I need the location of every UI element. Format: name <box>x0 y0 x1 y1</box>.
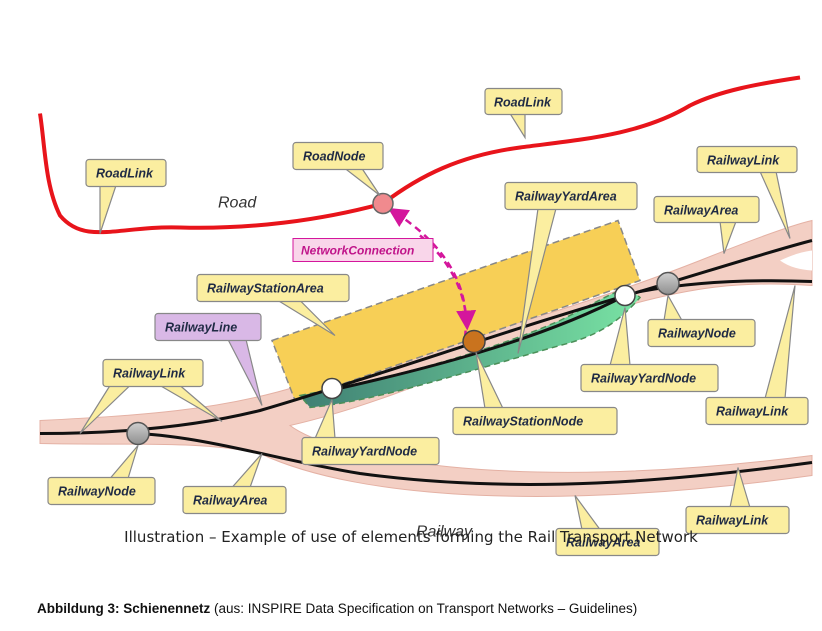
figure-caption-label: Abbildung 3: Schienennetz <box>37 601 211 616</box>
railway-yard-node-right-marker <box>614 284 636 307</box>
callout-railwaylink-mid-right: RailwayLink <box>705 285 809 426</box>
callout-roadlink-top: RoadLink <box>484 87 563 140</box>
callout-railwayyardnode-left-text: RailwayYardNode <box>312 445 417 459</box>
callout-railwaystationarea-text: RailwayStationArea <box>207 282 324 296</box>
callout-railwayyardarea-text: RailwayYardArea <box>515 190 617 204</box>
callout-railwayarea-bottom-left-text: RailwayArea <box>193 494 267 508</box>
railway-yard-node-left-marker <box>321 377 343 400</box>
railway-station-node-marker <box>462 329 486 354</box>
figure-caption: Abbildung 3: Schienennetz (aus: INSPIRE … <box>37 601 637 616</box>
road-label: Road <box>218 195 257 212</box>
figure-caption-source: (aus: INSPIRE Data Specification on Tran… <box>210 601 638 616</box>
callout-railwayyardnode-right: RailwayYardNode <box>580 307 719 393</box>
callout-railwayarea-bottom-left: RailwayArea <box>182 453 287 515</box>
callout-railwaystationnode-text: RailwayStationNode <box>463 415 583 429</box>
callout-railwayarea-top-right: RailwayArea <box>653 195 760 254</box>
callout-railwayyardnode-left: RailwayYardNode <box>301 399 440 466</box>
callout-railwaylink-left-text: RailwayLink <box>113 367 186 381</box>
railway-station-area <box>271 219 641 402</box>
network-connection-text: NetworkConnection <box>301 244 414 258</box>
callout-railwaylink-top-right-text: RailwayLink <box>707 154 780 168</box>
callout-railwaystationarea: RailwayStationArea <box>196 273 350 337</box>
callout-railwaystationnode: RailwayStationNode <box>452 352 618 436</box>
callout-roadnode-text: RoadNode <box>303 150 366 164</box>
callout-railwaynode-left: RailwayNode <box>47 445 156 506</box>
illustration-caption: Illustration – Example of use of element… <box>124 528 698 546</box>
callout-railwaylink-bottom-right-text: RailwayLink <box>696 514 769 528</box>
railway-node-right-marker <box>656 271 680 296</box>
callout-roadlink-left: RoadLink <box>85 158 167 234</box>
railway-lines <box>39 239 813 486</box>
callout-railwayarea-bottom: RailwayArea <box>555 495 660 557</box>
road-node-marker <box>372 192 394 215</box>
railway-label: Railway <box>416 524 473 541</box>
callout-railwayyardarea: RailwayYardArea <box>504 181 638 354</box>
callout-railwaylink-left: RailwayLink <box>79 358 223 434</box>
callout-railwaylink-top-right: RailwayLink <box>696 145 798 239</box>
callout-railwayline-text: RailwayLine <box>165 321 237 335</box>
callout-railwaynode-right-text: RailwayNode <box>658 327 736 341</box>
callout-railwaynode-right: RailwayNode <box>647 293 756 348</box>
network-connection-label: NetworkConnection <box>292 238 434 262</box>
callout-railwaylink-mid-right-text: RailwayLink <box>716 405 789 419</box>
callout-roadlink-left-text: RoadLink <box>96 167 154 181</box>
callout-roadlink-top-text: RoadLink <box>494 96 552 110</box>
callout-railwayarea-bottom-text: RailwayArea <box>566 536 640 550</box>
callout-railwayyardnode-right-text: RailwayYardNode <box>591 372 696 386</box>
callout-railwaylink-bottom-right: RailwayLink <box>685 467 790 535</box>
callout-railwayline: RailwayLine <box>154 312 263 406</box>
railway-node-left-marker <box>126 421 150 446</box>
callout-roadnode: RoadNode <box>292 141 384 196</box>
callout-railwaynode-left-text: RailwayNode <box>58 485 136 499</box>
callout-railwayarea-top-right-text: RailwayArea <box>664 204 738 218</box>
